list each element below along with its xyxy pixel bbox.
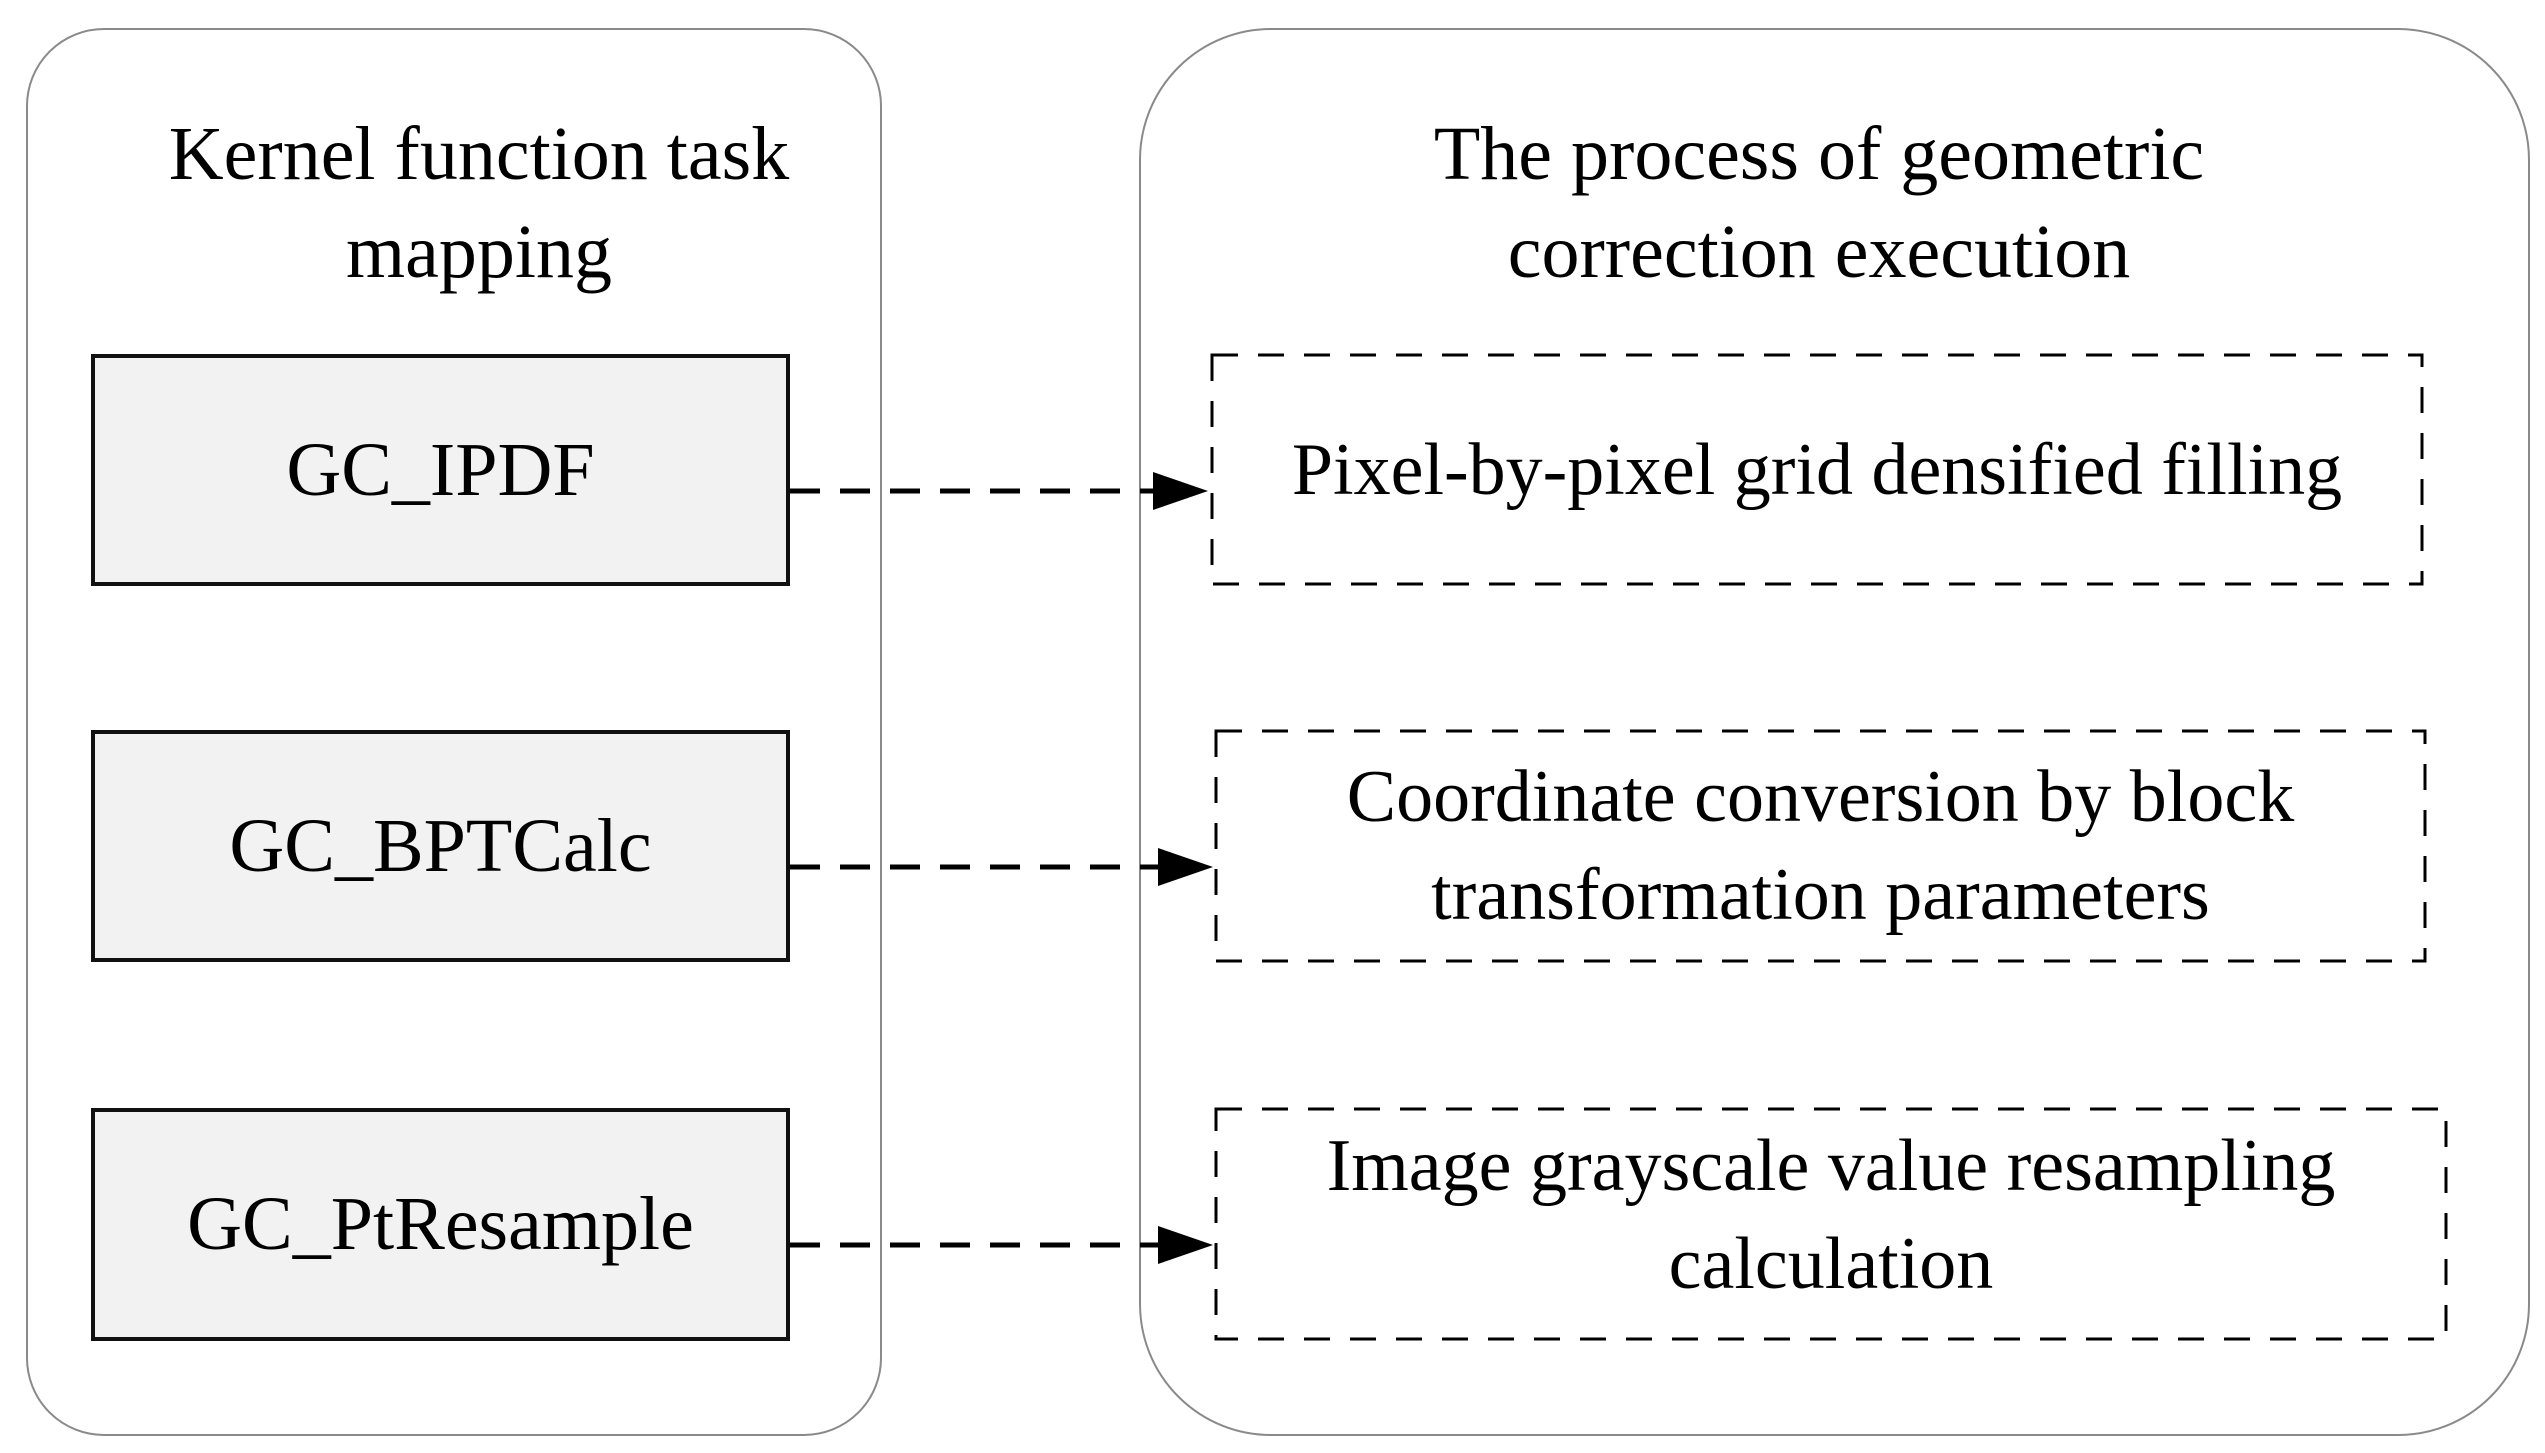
- step-text: Pixel-by-pixel grid densified filling: [1291, 428, 2343, 511]
- kernel-box-gc-bptcalc: GC_BPTCalc: [91, 730, 790, 962]
- title-line: The process of geometric: [1433, 112, 2205, 196]
- kernel-label: GC_IPDF: [286, 427, 595, 512]
- step-text: transformation parameters: [1431, 854, 2210, 936]
- kernel-label: GC_BPTCalc: [229, 803, 652, 888]
- title-line: mapping: [346, 210, 612, 294]
- title-line: correction execution: [1507, 210, 2131, 294]
- step-grayscale-resampling: Image grayscale value resampling calculat…: [1216, 1100, 2446, 1330]
- step-coordinate-conversion: Coordinate conversion by block transforma…: [1216, 731, 2425, 961]
- execution-process-title: The process of geometric correction exec…: [1139, 105, 2499, 301]
- step-text: Image grayscale value resampling: [1326, 1125, 2336, 1207]
- step-pixel-grid-filling: Pixel-by-pixel grid densified filling: [1212, 355, 2422, 584]
- step-box-outline: [1214, 729, 2427, 963]
- arrowhead-icon: [1158, 848, 1213, 886]
- arrowhead-icon: [1158, 1226, 1213, 1264]
- kernel-box-gc-ptresample: GC_PtResample: [91, 1108, 790, 1341]
- step-text: Coordinate conversion by block: [1346, 756, 2295, 838]
- arrowhead-icon: [1153, 472, 1208, 510]
- kernel-label: GC_PtResample: [187, 1182, 694, 1266]
- step-text: calculation: [1668, 1223, 1994, 1305]
- step-box-outline: [1214, 1107, 2448, 1341]
- title-line: Kernel function task: [168, 112, 790, 196]
- kernel-mapping-title: Kernel function task mapping: [26, 105, 932, 301]
- step-box-outline: [1210, 353, 2424, 586]
- kernel-box-gc-ipdf: GC_IPDF: [91, 354, 790, 586]
